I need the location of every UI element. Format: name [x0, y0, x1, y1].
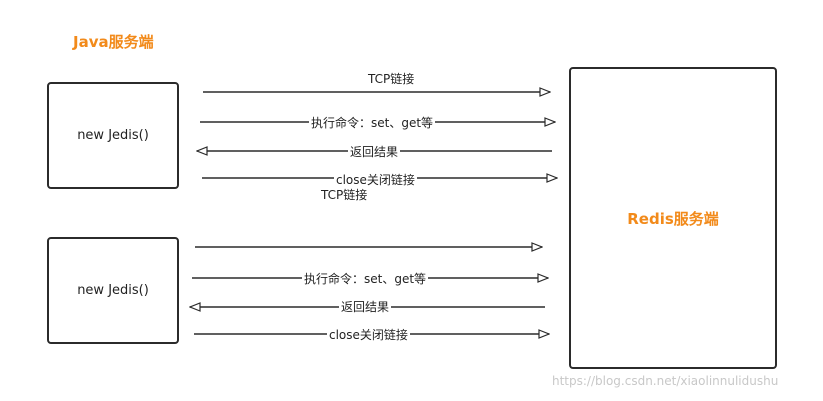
label-close-2: close关闭链接 [327, 328, 410, 342]
client-box-1: new Jedis() [47, 82, 179, 189]
client-label-2: new Jedis() [77, 283, 149, 298]
label-close-1-line2: TCP链接 [321, 188, 368, 202]
client-box-2: new Jedis() [47, 237, 179, 344]
label-connect-1: TCP链接 [368, 72, 415, 86]
label-command-1: 执行命令：set、get等 [309, 116, 436, 130]
label-result-1: 返回结果 [348, 145, 401, 159]
label-command-2: 执行命令：set、get等 [302, 272, 429, 286]
label-close-1: close关闭链接 [334, 173, 417, 187]
redis-server-box: Redis服务端 [569, 67, 777, 369]
java-server-title: Java服务端 [73, 33, 154, 51]
watermark: https://blog.csdn.net/xiaolinnulidushu [552, 374, 779, 388]
client-label-1: new Jedis() [77, 128, 149, 143]
label-result-2: 返回结果 [339, 300, 392, 314]
redis-server-title: Redis服务端 [627, 209, 719, 228]
